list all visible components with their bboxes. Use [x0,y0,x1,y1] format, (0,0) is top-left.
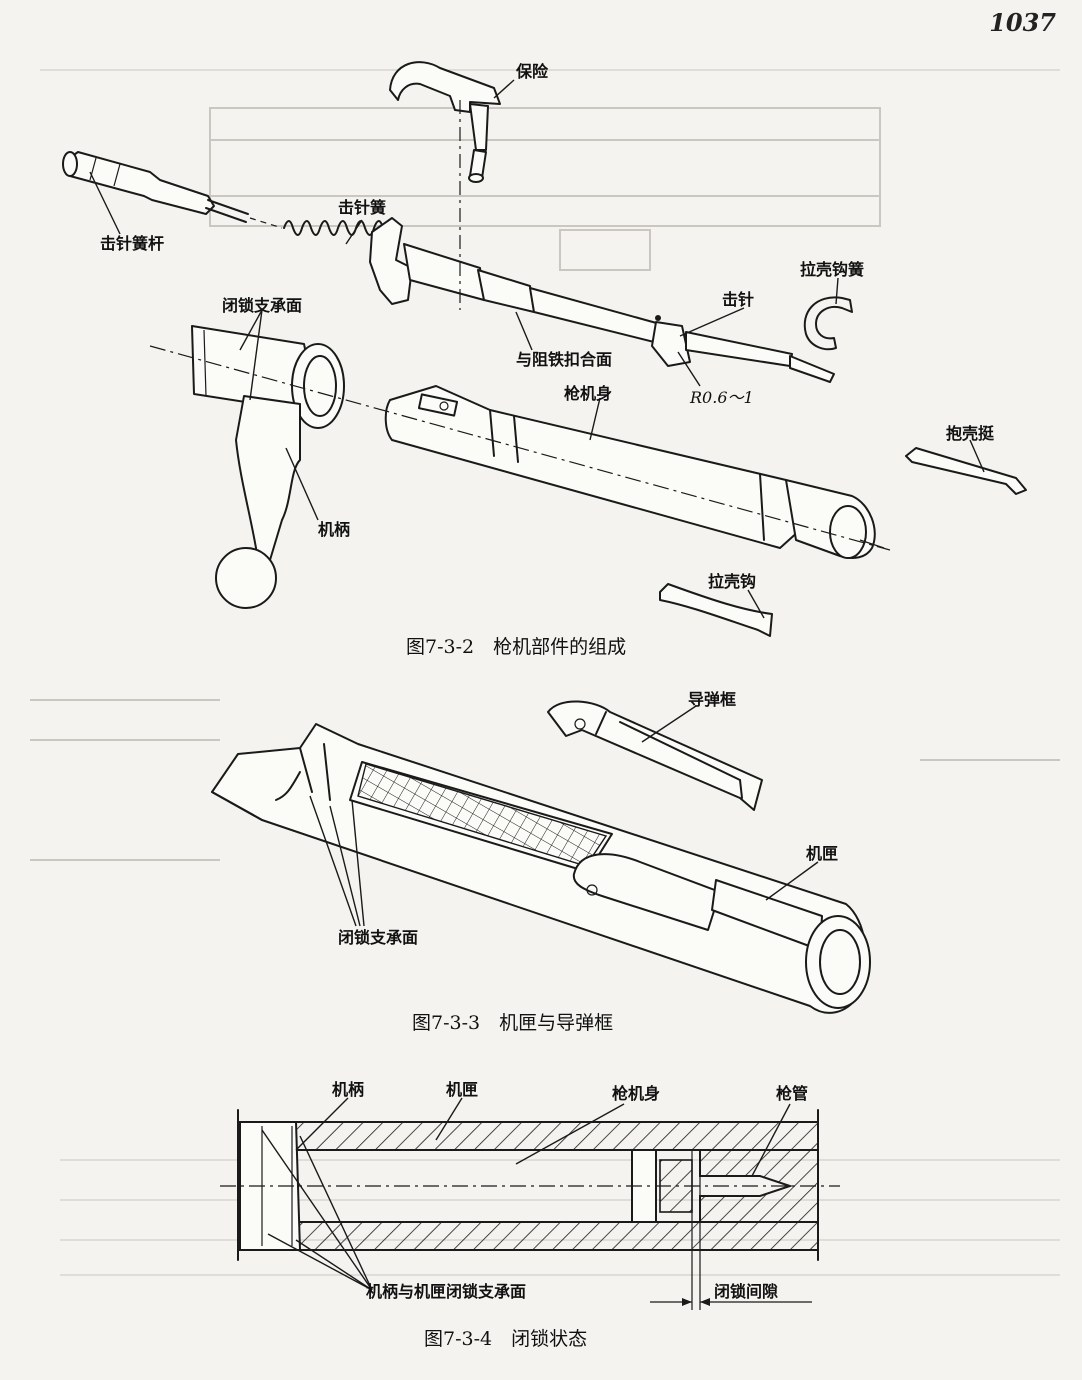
label-headspace: 闭锁间隙 [714,1282,779,1301]
label-receiver-2: 机匣 [446,1080,479,1099]
label-bolt-handle: 机柄 [318,520,351,539]
label-firing-pin: 击针 [722,290,755,309]
label-safety: 保险 [516,62,549,81]
label-ejector: 抱壳挺 [946,424,995,443]
caption-figure-7-3-4: 图7-3-4 闭锁状态 [424,1328,588,1350]
striker-spring [283,220,393,236]
figure-7-3-3-leaders [309,705,819,927]
label-striker-spring-rod: 击针簧杆 [100,234,165,253]
bolt-body [384,385,885,559]
page-number: 1037 [989,8,1056,37]
safety [389,61,501,183]
label-barrel: 枪管 [776,1084,809,1103]
caption-figure-7-3-2: 图7-3-2 枪机部件的组成 [406,636,627,658]
label-bolt-handle-2: 机柄 [332,1080,365,1099]
striker-spring-rod [62,151,283,229]
extractor [659,583,773,637]
label-sear-engagement-surface: 与阻铁扣合面 [516,350,613,369]
figure-7-3-3-drawing [211,700,871,1014]
caption-figure-7-3-3: 图7-3-3 机匣与导弹框 [412,1012,614,1034]
label-extractor-spring: 拉壳钩簧 [800,260,865,279]
label-striker-spring: 击针簧 [338,198,387,217]
label-locking-support-surface-2: 闭锁支承面 [338,928,419,947]
label-radius: R0.6～1 [690,388,754,407]
ejector [905,447,1027,495]
firing-pin [369,217,835,383]
figure-7-3-2-leaders [89,79,985,619]
figure-7-3-4-drawing [220,1109,840,1310]
label-guide-frame: 导弹框 [688,690,737,709]
bleed-through-shadow [30,69,1060,1276]
figure-7-3-4-leaders [261,1097,791,1291]
figure-7-3-2-drawing [62,61,1027,637]
label-receiver: 机匣 [806,844,839,863]
bolt-handle [191,325,345,609]
receiver [211,723,871,1014]
label-extractor: 拉壳钩 [708,572,757,591]
label-bolt-body-2: 枪机身 [612,1084,661,1103]
label-handle-receiver-surface: 机柄与机匣闭锁支承面 [366,1282,527,1301]
guide-frame [547,700,763,811]
label-locking-support-surface-1: 闭锁支承面 [222,296,303,315]
label-bolt-body: 枪机身 [564,384,613,403]
extractor-spring [803,296,853,351]
